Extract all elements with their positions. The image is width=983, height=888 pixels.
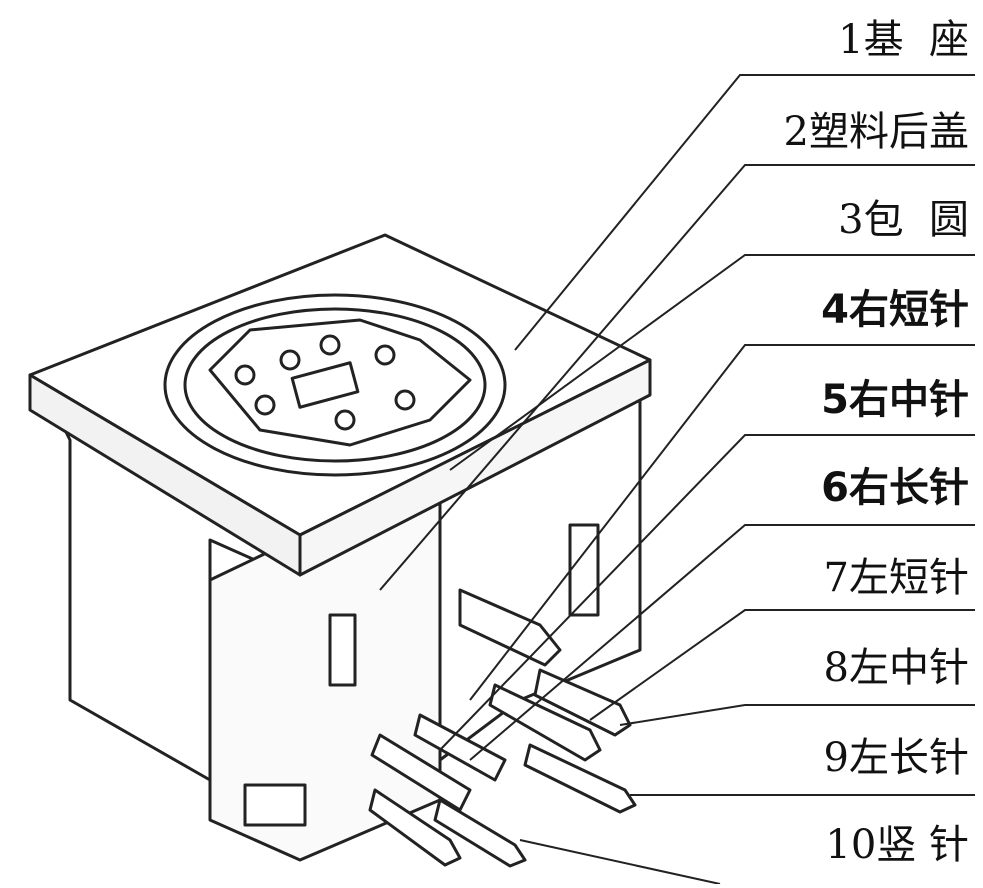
key-slot xyxy=(290,361,360,409)
leader-8 xyxy=(619,704,975,726)
leader-1 xyxy=(514,74,975,351)
pins xyxy=(368,588,637,868)
label-4: 4右短针 xyxy=(821,287,969,333)
leader-7 xyxy=(589,609,975,721)
label-10: 10竖 针 xyxy=(825,822,969,868)
label-5: 5右中针 xyxy=(821,377,969,423)
leader-10 xyxy=(519,839,721,885)
leader-2 xyxy=(379,164,975,591)
label-1: 1基 座 xyxy=(838,17,969,63)
base-plate-right-edge xyxy=(298,358,652,577)
front-window xyxy=(328,613,357,687)
label-9: 9左长针 xyxy=(823,735,969,781)
label-7: 7左短针 xyxy=(823,555,969,601)
leader-3 xyxy=(449,254,975,471)
leader-5 xyxy=(439,434,975,751)
label-2: 2塑料后盖 xyxy=(783,109,969,155)
label-3: 3包 圆 xyxy=(838,197,969,243)
pin-holes xyxy=(234,334,416,431)
label-6: 6右长针 xyxy=(821,465,969,511)
leader-6 xyxy=(469,524,975,761)
leader-4 xyxy=(469,344,975,701)
bottom-window xyxy=(243,783,307,827)
label-8: 8左中针 xyxy=(823,645,969,691)
